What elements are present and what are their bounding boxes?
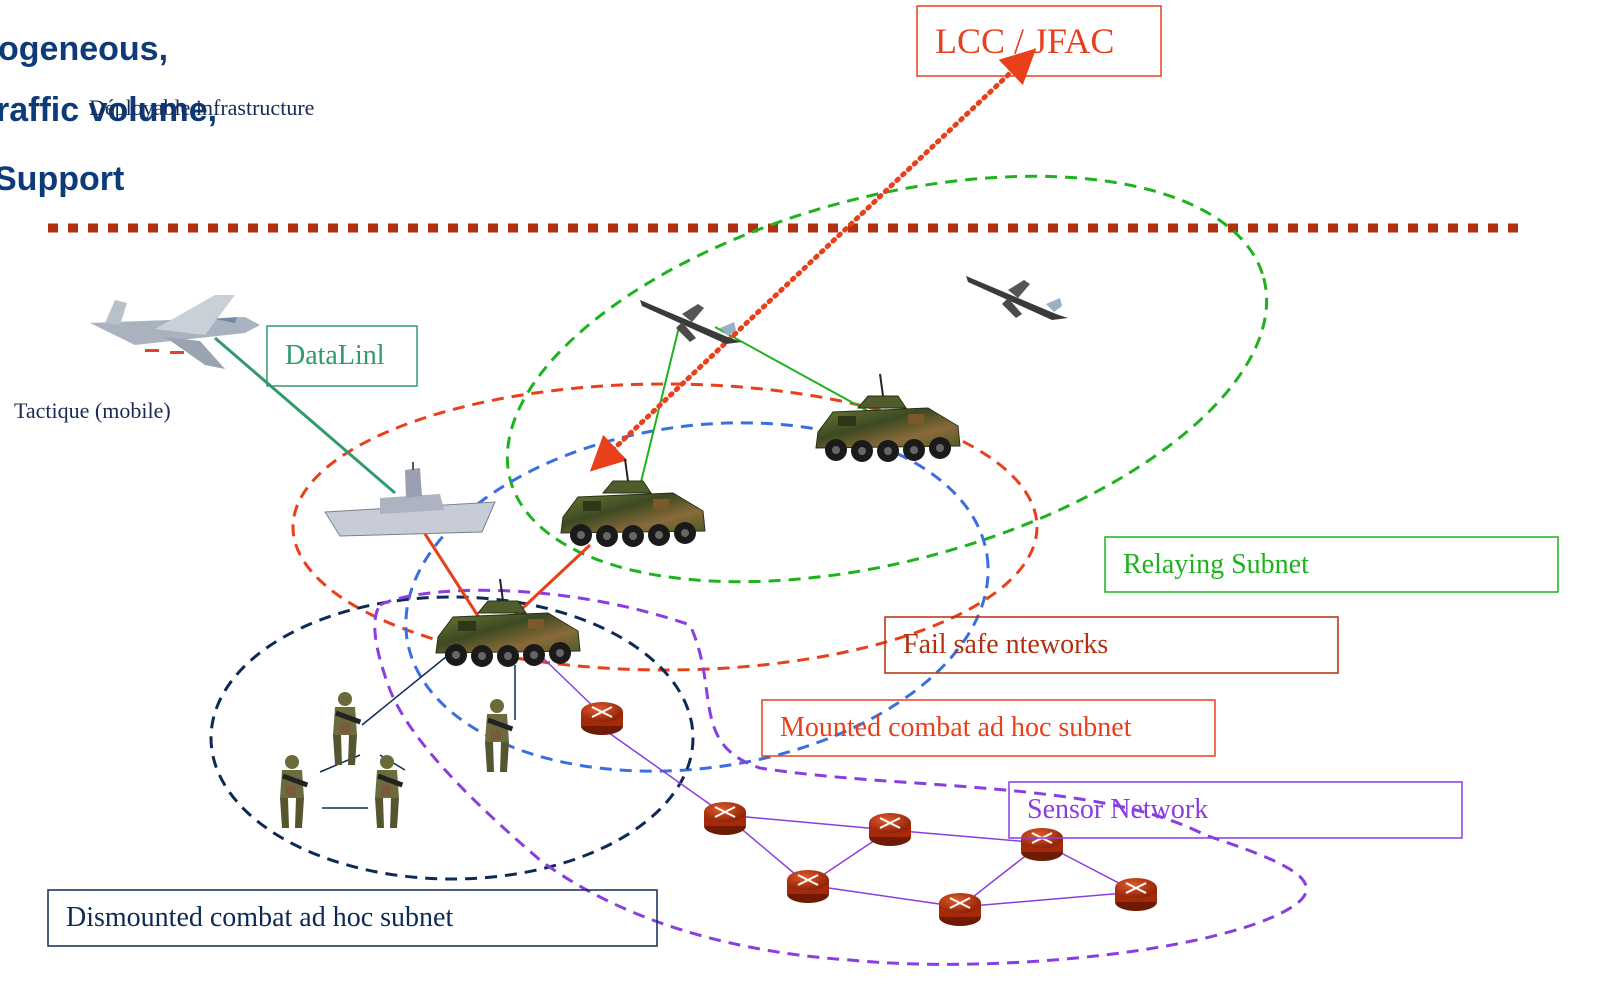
sensor-box xyxy=(1008,781,1463,839)
heading-line-2: raffic volume, xyxy=(0,91,218,129)
router-icon xyxy=(1114,877,1158,912)
router-icon xyxy=(703,801,747,836)
soldier-icon xyxy=(280,755,309,828)
uav-link-line xyxy=(714,326,876,416)
failsafe-box xyxy=(884,616,1339,674)
vehicle-vehicle-line xyxy=(508,543,592,622)
soldier-icon xyxy=(485,699,514,772)
dismounted-subnet-label: Dismounted combat ad hoc subnet xyxy=(66,902,454,933)
sensor-network-label: Sensor Network xyxy=(1027,794,1209,825)
dismounted-box xyxy=(47,889,658,947)
heading-line-3: Support xyxy=(0,160,125,198)
ship-vehicle-line xyxy=(416,522,489,631)
soldier-icon xyxy=(333,692,362,765)
tactique-label: Tactique (mobile) xyxy=(14,398,171,423)
sensor-network-outline xyxy=(373,588,1308,966)
relaying-subnet-ellipse xyxy=(505,174,1269,584)
uav-icon xyxy=(640,300,742,344)
lcc-jfac-label: LCC / JFAC xyxy=(935,21,1115,61)
ship-icon xyxy=(324,462,496,537)
datalink-label: DataLinl xyxy=(285,340,385,371)
armored-vehicle-icon xyxy=(560,458,706,548)
lcc-box xyxy=(916,5,1162,77)
fighter-jet-icon xyxy=(90,295,260,369)
heading-line-1: ogeneous, xyxy=(0,30,169,68)
dismounted-subnet-ellipse xyxy=(209,595,695,881)
relaying-subnet-label: Relaying Subnet xyxy=(1123,548,1309,580)
mounted-subnet-label: Mounted combat ad hoc subnet xyxy=(780,712,1132,743)
lcc-link-arrow xyxy=(589,48,1037,472)
deployable-infrastructure-label: Déployable infrastructure xyxy=(89,95,315,120)
router-icon xyxy=(786,869,830,904)
router-icon xyxy=(868,812,912,847)
sensor-links xyxy=(539,654,1137,908)
mounted-box xyxy=(761,699,1216,757)
uav-icon xyxy=(966,276,1068,320)
router-icon xyxy=(580,701,624,736)
fail-safe-label: Fail safe nteworks xyxy=(903,629,1109,660)
datalink-box xyxy=(266,325,418,387)
relaying-box xyxy=(1104,536,1559,593)
armored-vehicle-icon xyxy=(815,373,961,463)
router-icon xyxy=(938,892,982,927)
datalink-line xyxy=(214,336,396,495)
